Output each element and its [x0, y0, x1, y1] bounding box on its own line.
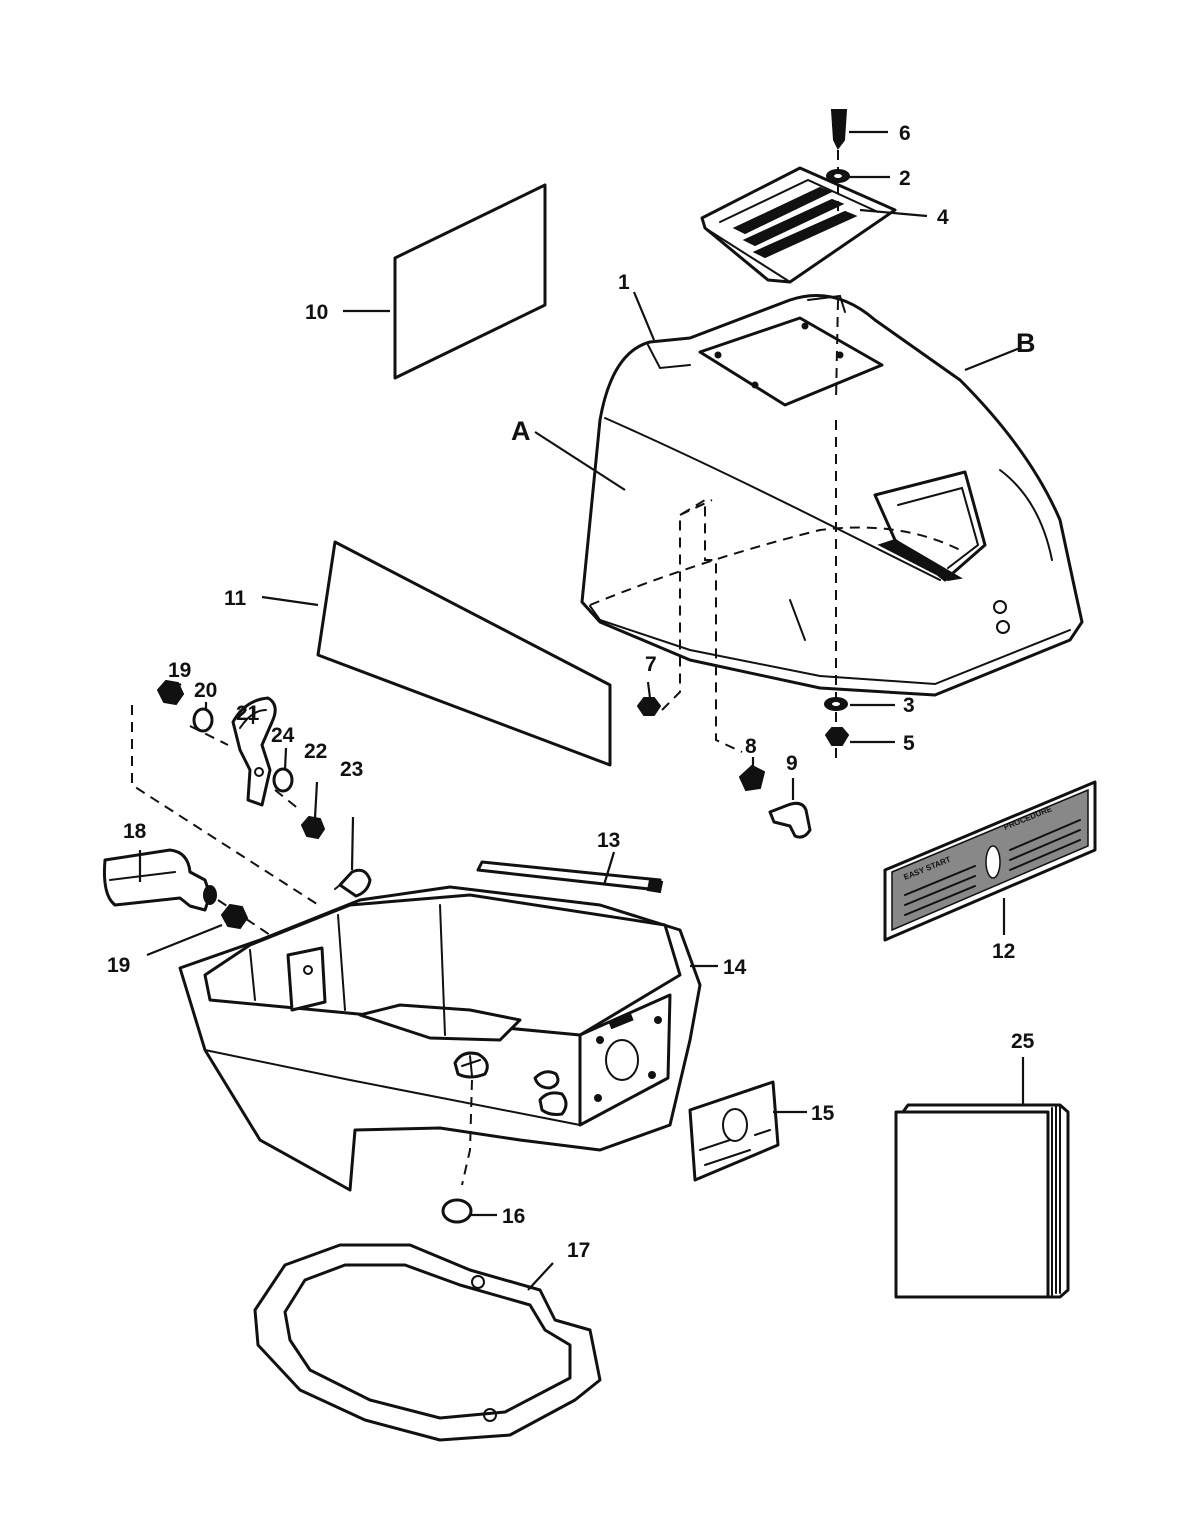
plate-15	[688, 1080, 780, 1182]
decal-12: EASY START PROCEDURE	[883, 780, 1097, 942]
callout-15: 15	[811, 1102, 835, 1125]
callout-7: 7	[645, 653, 657, 676]
decal-10	[393, 183, 547, 380]
bottom-cowl	[178, 885, 702, 1192]
handle-18	[103, 848, 217, 912]
leader-lines	[138, 130, 1025, 1291]
seal-strip-13	[476, 860, 664, 894]
manual-25	[894, 1103, 1070, 1299]
vent-cover	[700, 166, 897, 284]
nut-7	[636, 697, 662, 716]
callout-9: 9	[786, 752, 798, 775]
top-cowl	[580, 294, 1084, 697]
callout-24: 24	[271, 724, 295, 747]
grommet-8	[738, 764, 766, 792]
screw-9	[768, 801, 812, 839]
screw	[830, 109, 848, 150]
washer-20	[192, 707, 214, 733]
callout-18: 18	[123, 820, 147, 843]
callout-8: 8	[745, 735, 757, 758]
callout-14: 14	[723, 956, 747, 979]
callout-4: 4	[937, 206, 949, 229]
callout-12: 12	[992, 940, 1015, 963]
callout-19b: 19	[107, 954, 130, 977]
callout-23: 23	[340, 758, 363, 781]
callout-21: 21	[236, 702, 260, 725]
callout-5: 5	[903, 732, 915, 755]
washer-bottom	[824, 697, 848, 711]
callout-10: 10	[305, 301, 328, 324]
nut-19-lower	[220, 903, 249, 930]
grommet-16	[441, 1198, 473, 1224]
callout-3: 3	[903, 694, 915, 717]
callout-17: 17	[567, 1239, 590, 1262]
callout-1: 1	[618, 271, 630, 294]
latch-21	[231, 696, 277, 807]
washer-top	[826, 169, 850, 183]
callout-13: 13	[597, 829, 620, 852]
callout-25: 25	[1011, 1030, 1035, 1053]
callout-2: 2	[899, 167, 911, 190]
screw-23	[334, 868, 372, 898]
callout-11: 11	[224, 587, 247, 610]
callout-A: A	[511, 416, 531, 446]
callout-B: B	[1016, 328, 1036, 358]
callout-19a: 19	[168, 659, 191, 682]
callout-20: 20	[194, 679, 217, 702]
seal-17	[253, 1243, 602, 1442]
decal-11	[316, 540, 612, 767]
washer-24	[272, 767, 294, 793]
callout-22: 22	[304, 740, 327, 763]
nut-5	[824, 727, 850, 746]
callout-16: 16	[502, 1205, 525, 1228]
nut-22	[300, 815, 326, 840]
callout-6: 6	[899, 122, 911, 145]
